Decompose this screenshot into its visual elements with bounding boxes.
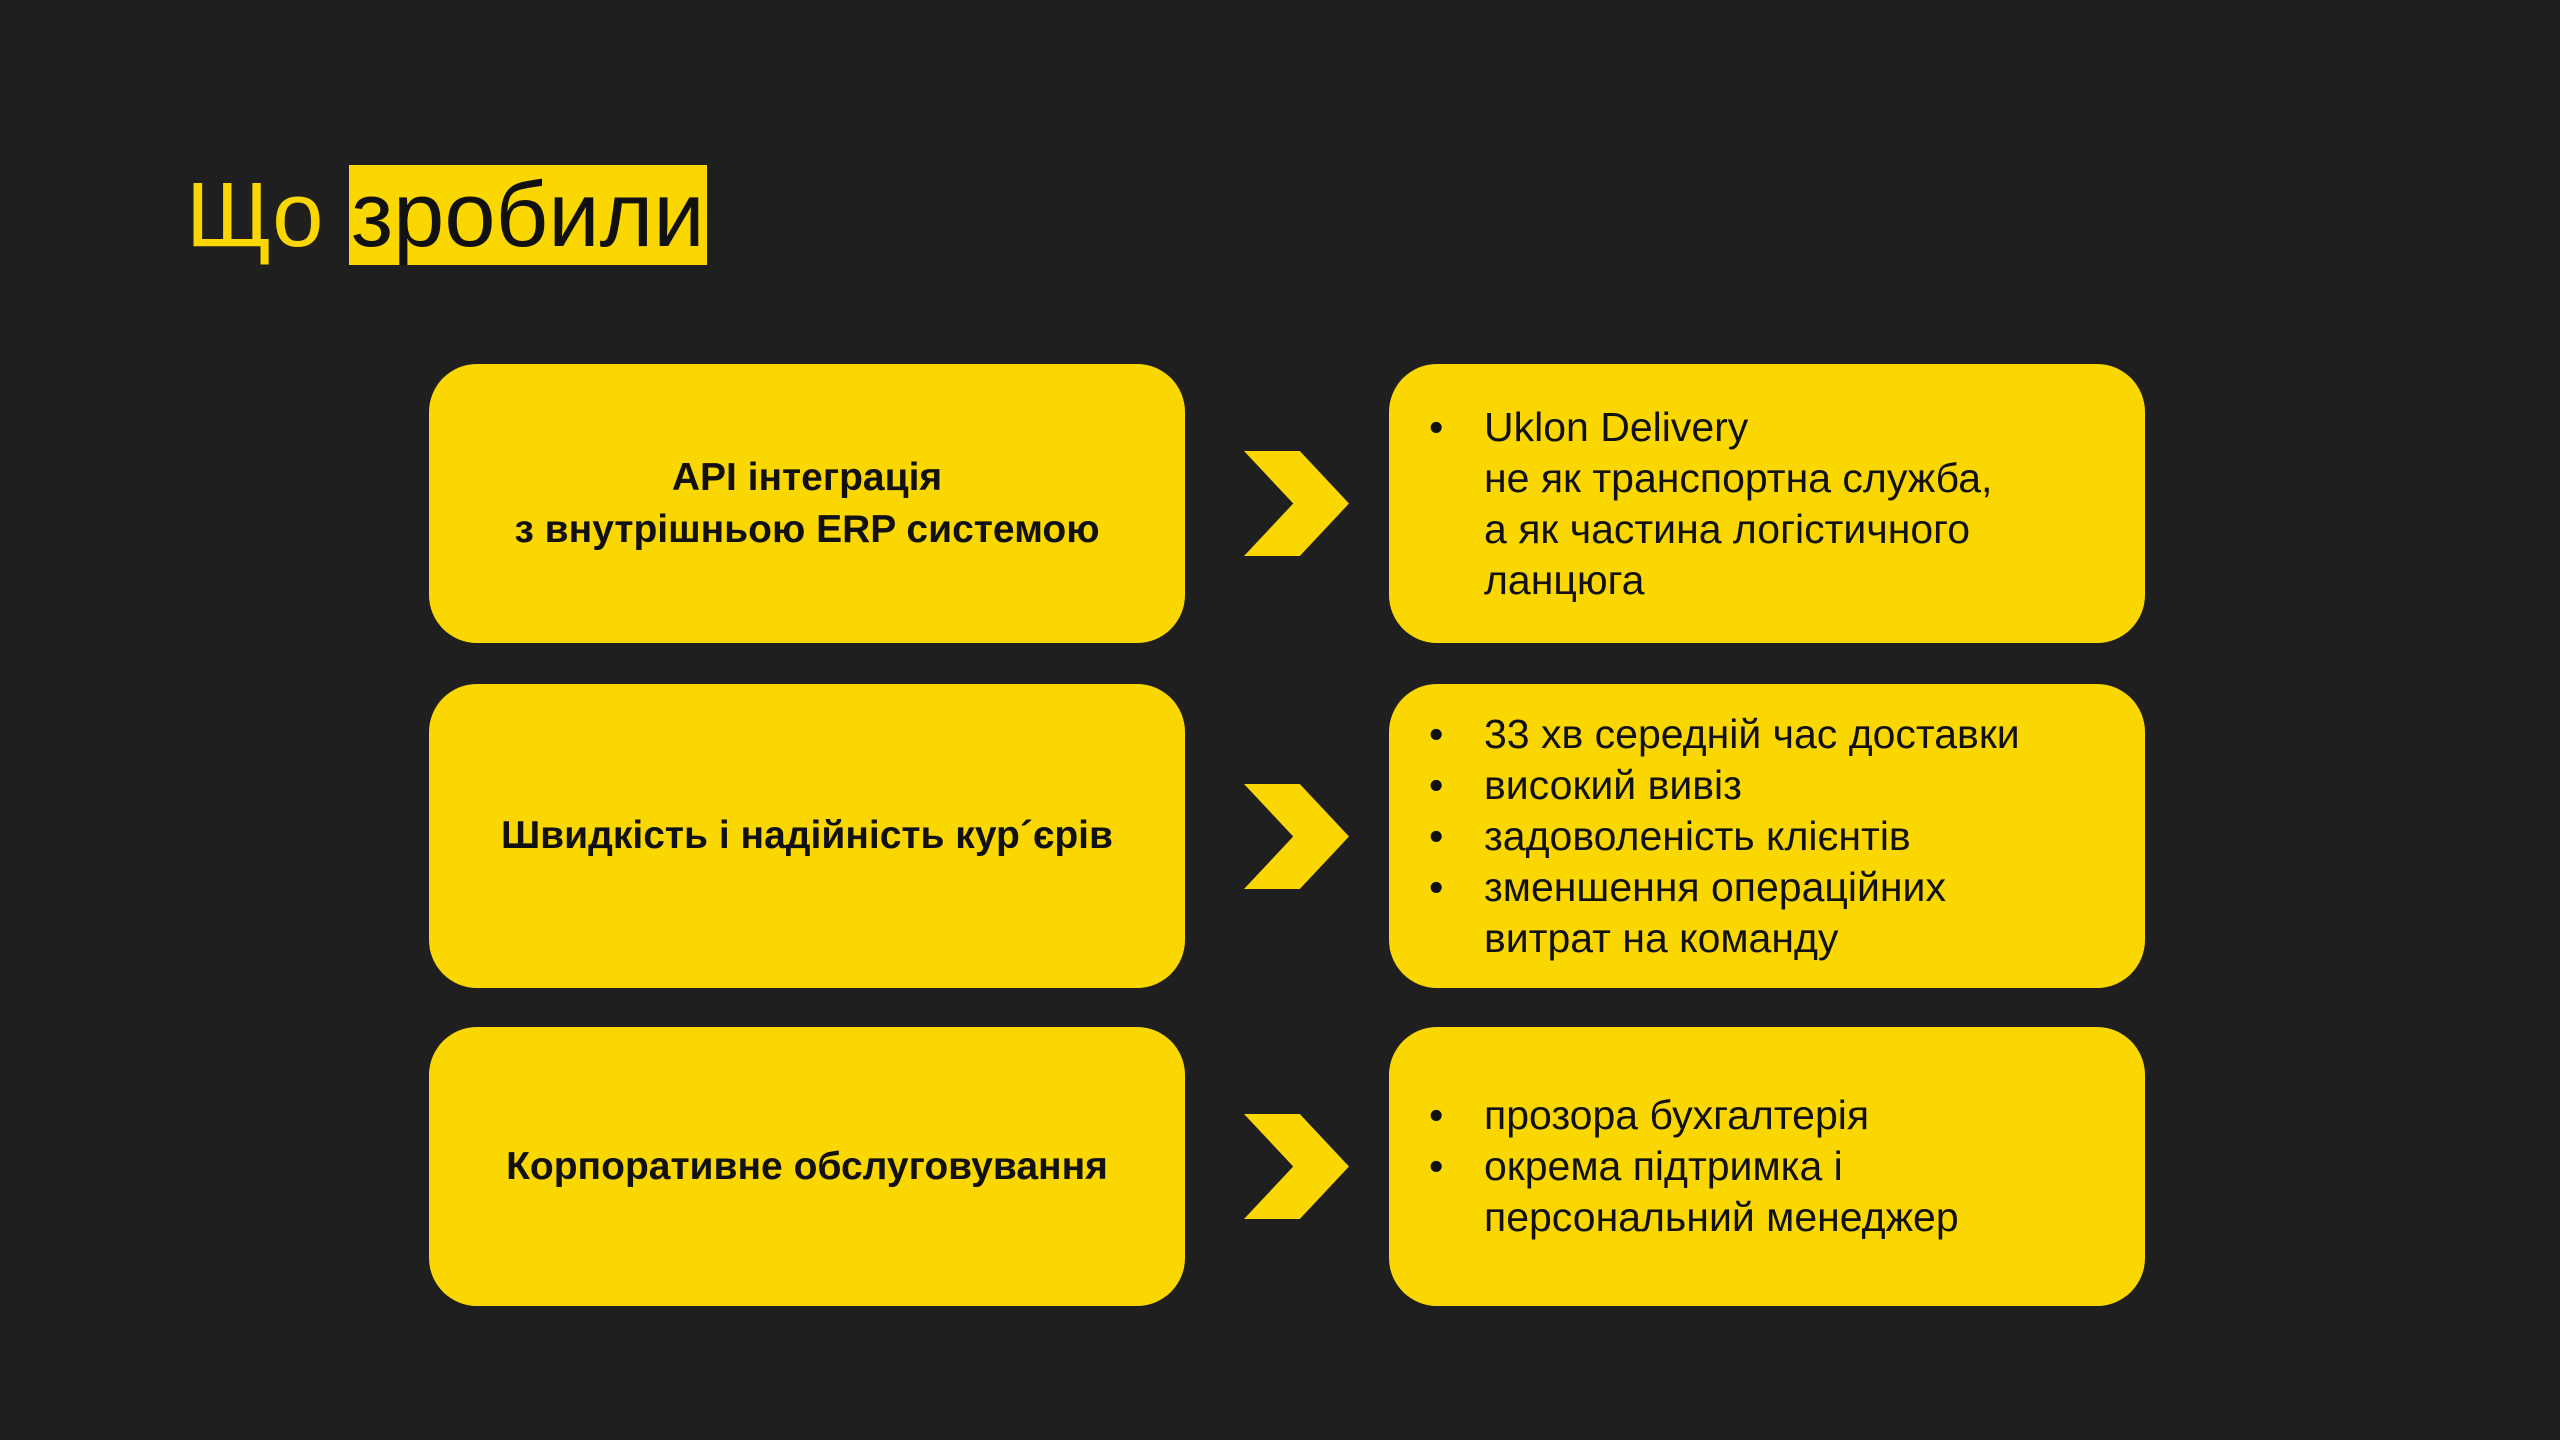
feature-text: Корпоративне обслуговування xyxy=(506,1141,1108,1193)
list-item-line: прозора бухгалтерія xyxy=(1484,1092,1870,1138)
list-item: • 33 хв середній час доставки xyxy=(1429,709,2020,760)
title-highlight: зробили xyxy=(348,164,707,266)
bullet-icon: • xyxy=(1429,1092,1444,1138)
bullet-icon: • xyxy=(1429,403,1444,450)
feature-line: API інтеграція xyxy=(671,455,943,499)
chevron-right-icon xyxy=(1244,451,1349,556)
title-prefix: Що xyxy=(186,164,324,266)
list-item-line: Uklon Delivery xyxy=(1484,403,1749,450)
list-item: • задоволеність клієнтів xyxy=(1429,811,2020,862)
bullet-icon: • xyxy=(1429,1143,1444,1189)
bullet-icon: • xyxy=(1429,761,1444,808)
feature-text: API інтеграція з внутрішньою ERP системою xyxy=(514,452,1099,556)
feature-line: з внутрішньою ERP системою xyxy=(514,507,1100,551)
chevron-right-icon xyxy=(1244,1114,1349,1219)
result-list: • прозора бухгалтерія • окрема підтримка і п… xyxy=(1429,1090,1959,1243)
bullet-icon: • xyxy=(1429,710,1444,757)
list-item-line: ланцюга xyxy=(1484,556,1645,603)
feature-line: Швидкість і надійність кур´єрів xyxy=(500,814,1113,857)
list-item-line: витрат на команду xyxy=(1484,914,1839,961)
list-item-line: персональний менеджер xyxy=(1484,1194,1959,1240)
page-title: Що зробили xyxy=(186,160,707,270)
list-item-line: високий вивіз xyxy=(1484,761,1742,808)
list-item-line: а як частина логістичного xyxy=(1484,505,1970,552)
feature-card: Корпоративне обслуговування xyxy=(429,1027,1185,1306)
list-item-line: задоволеність клієнтів xyxy=(1484,812,1911,859)
list-item-line: не як транспортна служба, xyxy=(1484,454,1993,501)
result-card: • 33 хв середній час доставки • високий вив… xyxy=(1389,684,2145,988)
list-item-line: зменшення операційних xyxy=(1484,863,1946,910)
feature-text: Швидкість і надійність кур´єрів xyxy=(501,810,1113,862)
list-item: • високий вивіз xyxy=(1429,760,2020,811)
feature-card: API інтеграція з внутрішньою ERP системою xyxy=(429,364,1185,643)
list-item-line: окрема підтримка і xyxy=(1484,1143,1843,1189)
feature-card: Швидкість і надійність кур´єрів xyxy=(429,684,1185,988)
list-item: • прозора бухгалтерія xyxy=(1429,1090,1959,1141)
feature-line: Корпоративне обслуговування xyxy=(506,1144,1108,1188)
list-item: • окрема підтримка і персональний менеджер xyxy=(1429,1141,1959,1243)
result-card: • прозора бухгалтерія • окрема підтримка і п… xyxy=(1389,1027,2145,1306)
chevron-right-icon xyxy=(1244,784,1349,889)
result-list: • 33 хв середній час доставки • високий вив… xyxy=(1429,709,2020,964)
bullet-icon: • xyxy=(1429,812,1444,859)
bullet-icon: • xyxy=(1429,863,1444,910)
list-item-line: 33 хв середній час доставки xyxy=(1484,710,2020,757)
